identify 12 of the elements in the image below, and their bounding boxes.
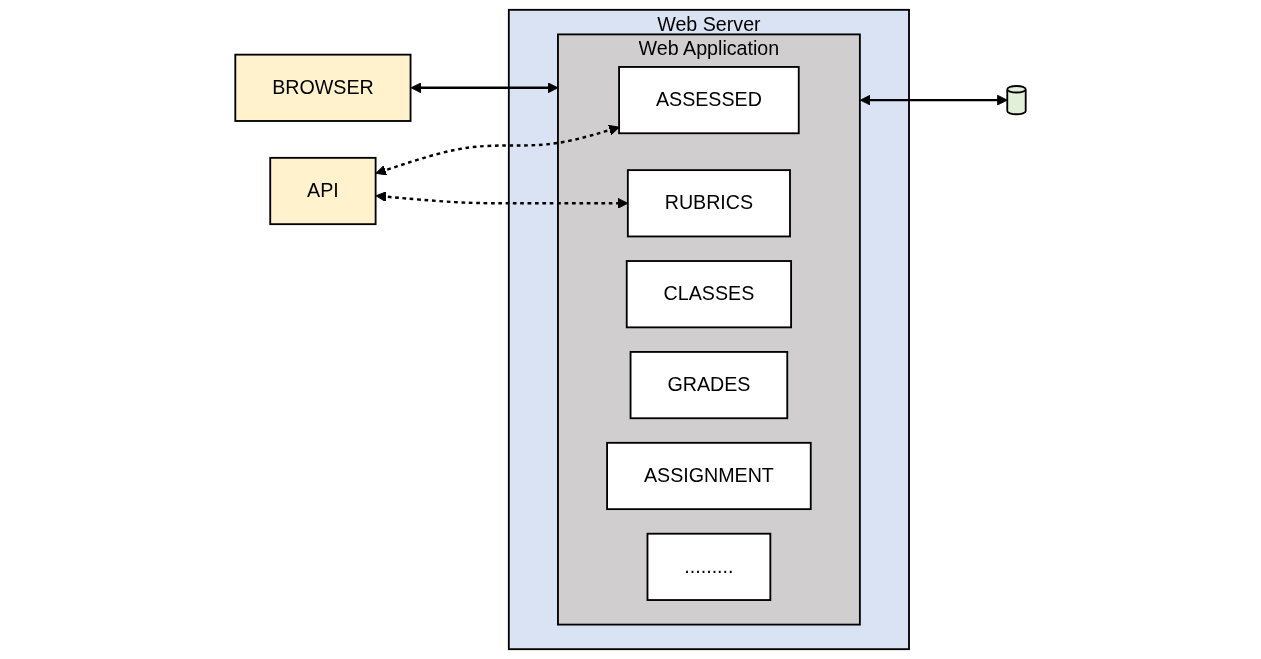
node-box: ......... bbox=[646, 532, 772, 601]
arrow bbox=[859, 94, 1008, 106]
node-box: GRADES bbox=[629, 351, 789, 420]
node-box: BROWSER bbox=[234, 53, 412, 122]
arrow bbox=[410, 82, 559, 94]
arrow bbox=[375, 124, 620, 176]
node-box: RUBRICS bbox=[626, 169, 791, 238]
node-cylinder bbox=[1006, 85, 1027, 116]
node-box: ASSESSED bbox=[618, 66, 800, 135]
node-box: ASSIGNMENT bbox=[606, 441, 812, 511]
node-box: CLASSES bbox=[625, 260, 792, 329]
node-box: API bbox=[269, 156, 377, 226]
